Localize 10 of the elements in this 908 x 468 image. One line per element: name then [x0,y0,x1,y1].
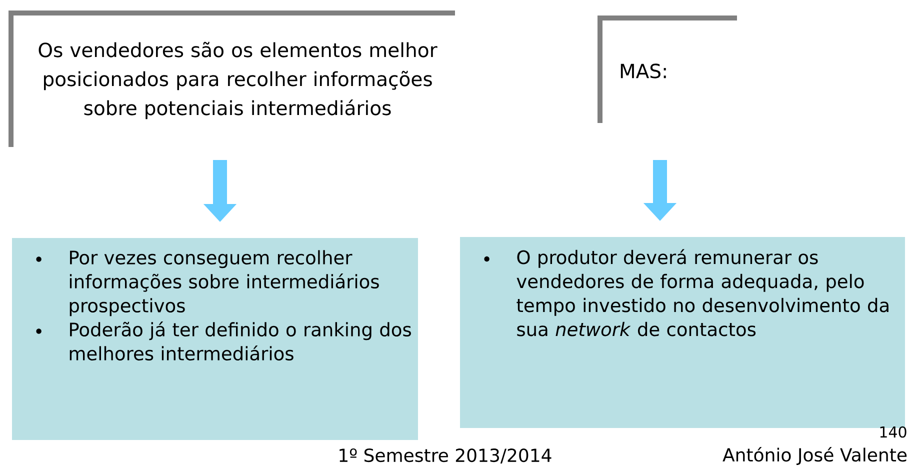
footer-text: António José Valente [722,447,907,465]
bullet-item: Poderão já ter definido o ranking dos melhores intermediários [36,321,411,361]
page-number: 140 [880,426,906,438]
footer-text: 1º Semestre 2013/2014 [340,448,552,464]
bullet-item: O produtor deverá remunerar os vendedores de forma adequada, pelo tempo investido no desenvolvimento da sua network de contactos [484,249,888,336]
text-box [460,237,905,428]
text-box [12,238,418,440]
bullet-item: Por vezes conseguem recolher informações sobre intermediários prospectivos [36,250,379,316]
text-box: MAS: [598,16,737,123]
text-box: Os vendedores são os elementos melhor posicionados para recolher informações sobre potenciais intermediários [8,10,455,147]
